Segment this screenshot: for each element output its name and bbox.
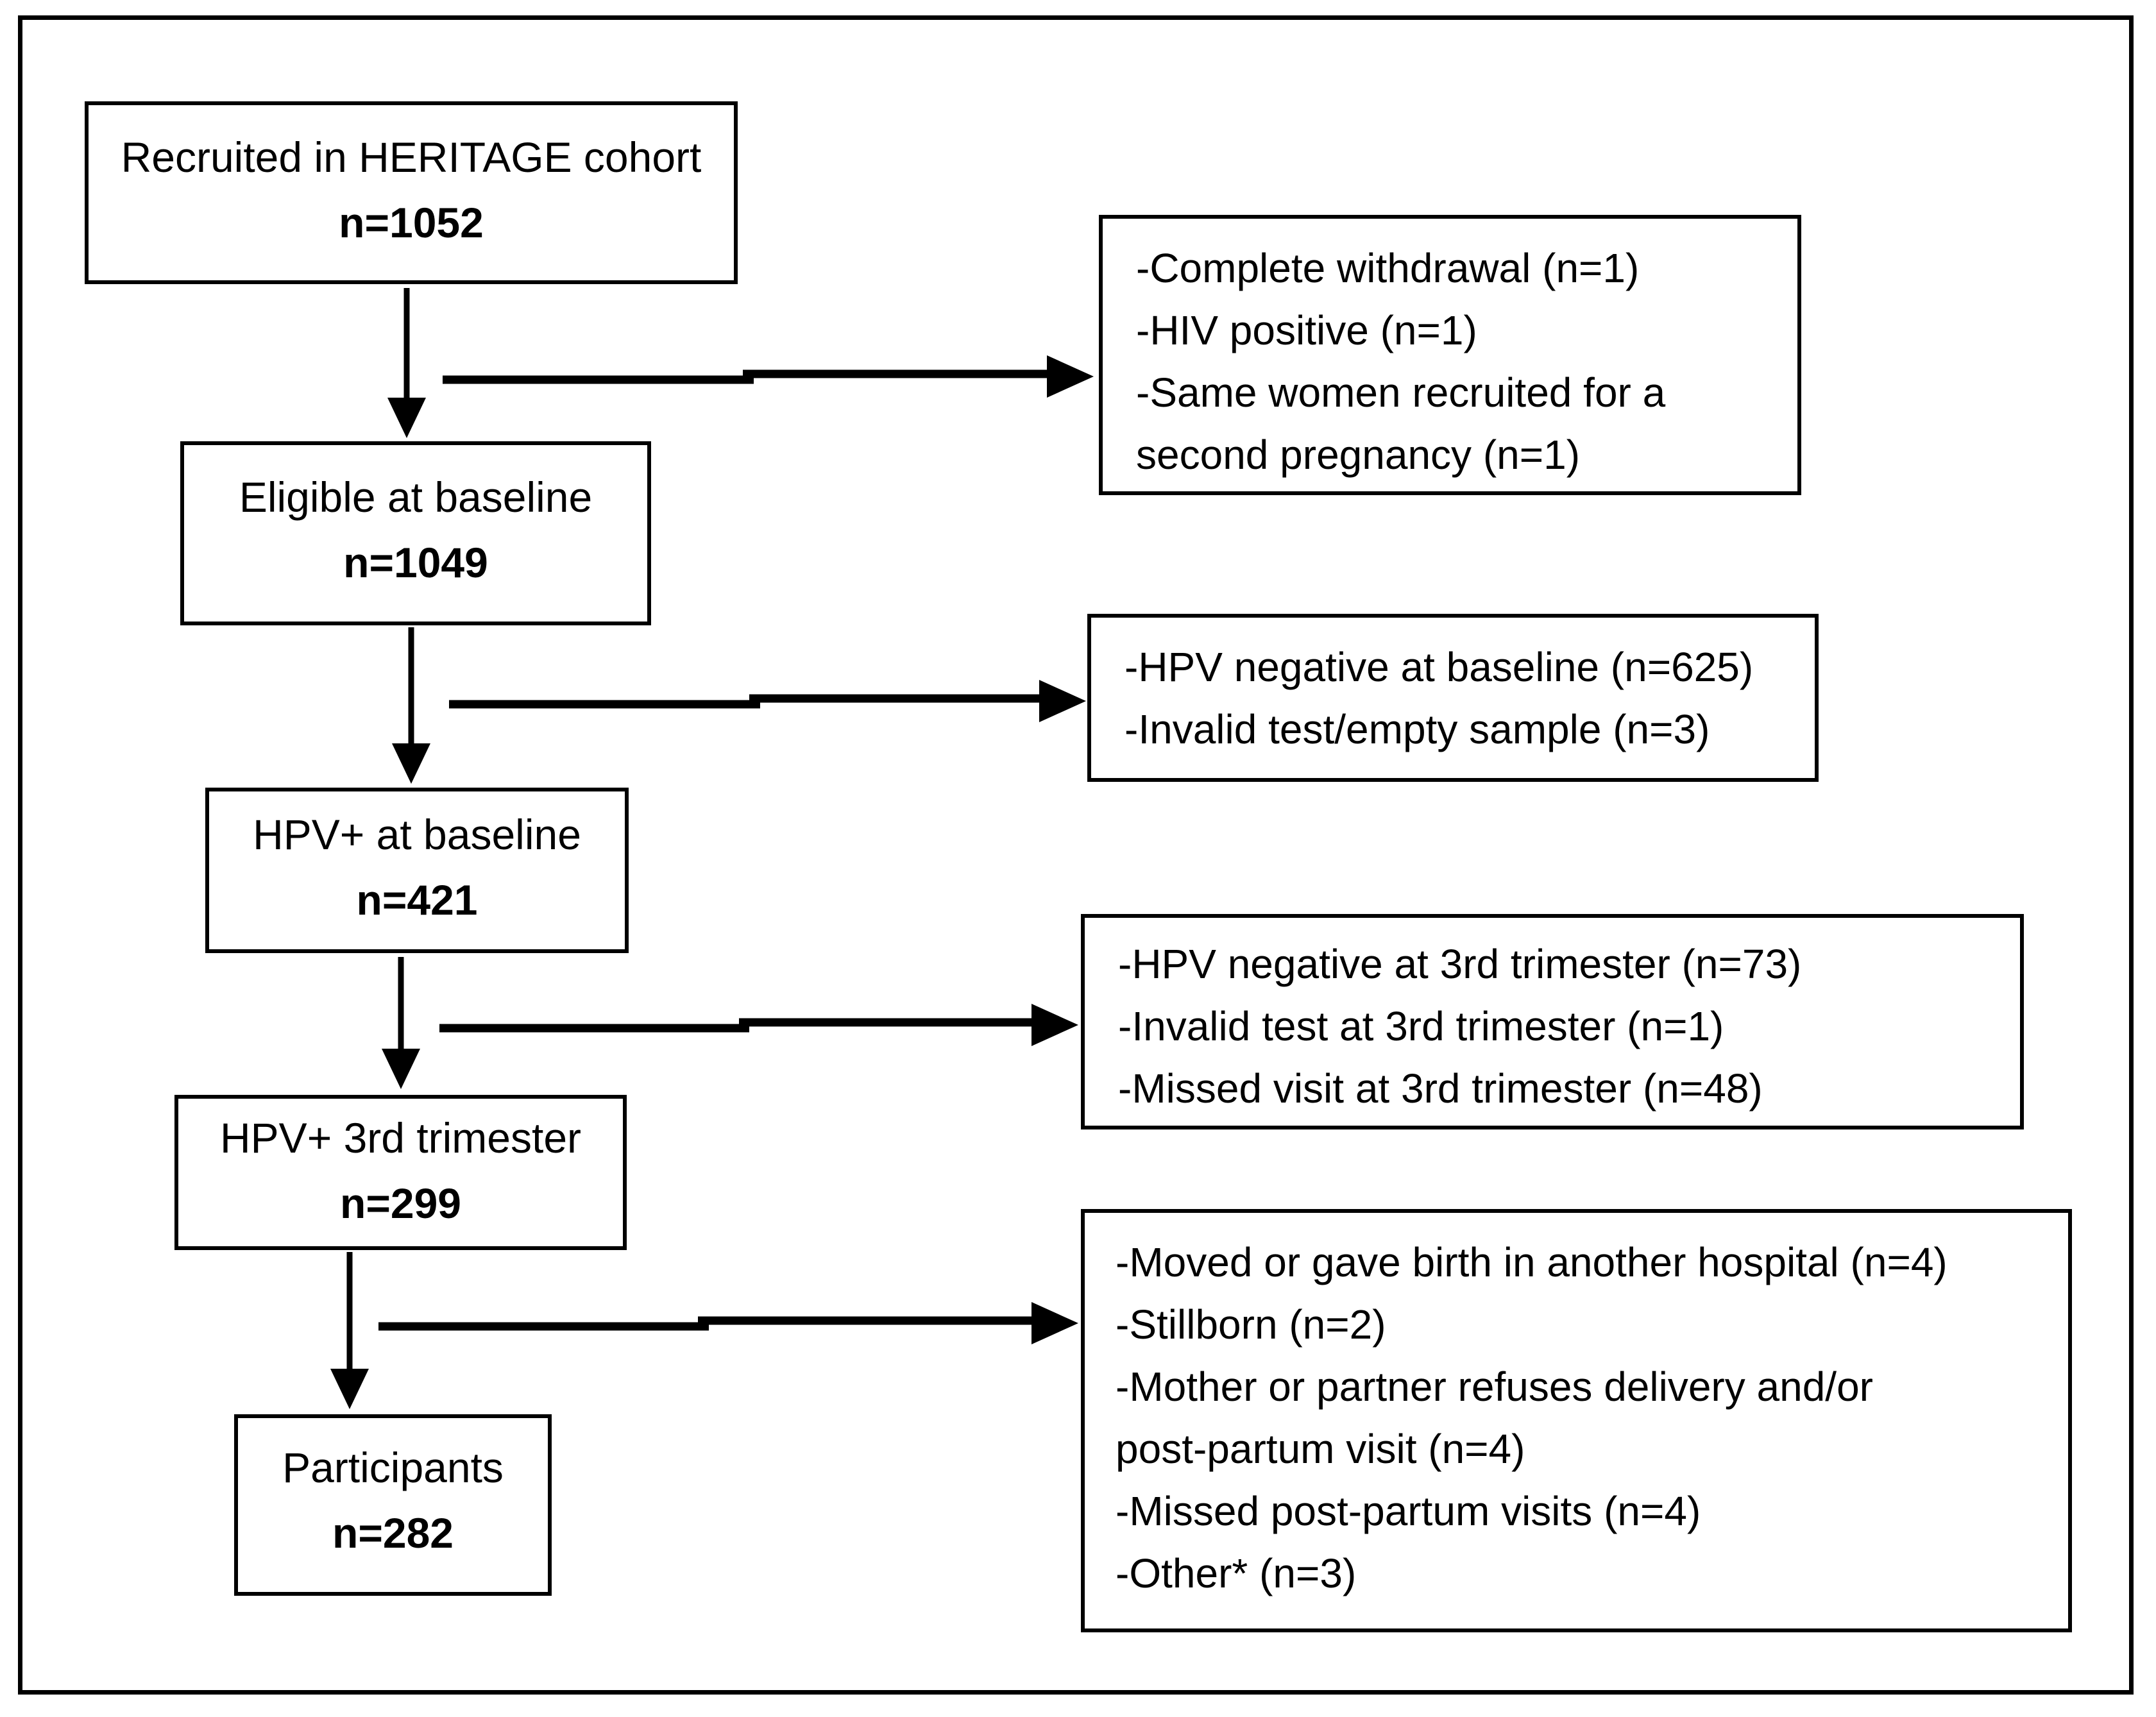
flow-box-count: n=282 — [332, 1509, 454, 1557]
exclusion-line: second pregnancy (n=1) — [1136, 432, 1580, 478]
exclusion-line: -HPV negative at baseline (n=625) — [1125, 644, 1754, 690]
flow-box-label: Recruited in HERITAGE cohort — [121, 133, 702, 181]
exclusion-line: -Mother or partner refuses delivery and/… — [1116, 1364, 1873, 1410]
exclusion-line: -HPV negative at 3rd trimester (n=73) — [1118, 941, 1802, 987]
arrowhead-right-icon — [1031, 1004, 1078, 1046]
flow-box-hpv-3rd-trimester: HPV+ 3rd trimester n=299 — [174, 1095, 627, 1250]
flow-box-recruited: Recruited in HERITAGE cohort n=1052 — [85, 101, 738, 284]
flow-box-count: n=1049 — [343, 539, 488, 586]
arrow-down-hpv-baseline-to-hpv-3rd — [382, 957, 420, 1089]
exclusion-line: -HIV positive (n=1) — [1136, 307, 1477, 353]
flow-box-label: HPV+ at baseline — [253, 811, 581, 858]
exclusion-line: post-partum visit (n=4) — [1116, 1426, 1525, 1472]
arrowhead-right-icon — [1031, 1302, 1078, 1344]
flow-box-count: n=299 — [340, 1180, 461, 1227]
exclusion-line: -Missed visit at 3rd trimester (n=48) — [1118, 1065, 1763, 1112]
arrow-right-to-3rd-trimester-losses — [439, 1004, 1078, 1046]
exclusion-line: -Moved or gave birth in another hospital… — [1116, 1239, 1948, 1285]
flow-box-label: Eligible at baseline — [239, 473, 593, 521]
flow-box-eligible: Eligible at baseline n=1049 — [180, 441, 651, 625]
exclusion-box-3rd-trimester-losses: -HPV negative at 3rd trimester (n=73) -I… — [1081, 914, 2024, 1129]
figure-border — [18, 15, 2134, 1695]
exclusion-line: -Same women recruited for a — [1136, 369, 1666, 416]
exclusion-line: -Invalid test/empty sample (n=3) — [1125, 706, 1710, 752]
exclusion-box-baseline-withdrawals: -Complete withdrawal (n=1) -HIV positive… — [1099, 215, 1801, 495]
arrow-right-to-postpartum-losses — [378, 1302, 1078, 1344]
arrowhead-down-icon — [387, 398, 426, 438]
arrow-right-to-hpv-negative-baseline — [449, 680, 1086, 722]
arrow-down-eligible-to-hpv-baseline — [392, 627, 430, 784]
arrowhead-right-icon — [1047, 355, 1094, 398]
arrowhead-right-icon — [1039, 680, 1086, 722]
exclusion-line: -Invalid test at 3rd trimester (n=1) — [1118, 1003, 1724, 1049]
arrowhead-down-icon — [392, 743, 430, 784]
flow-box-label: Participants — [282, 1444, 504, 1491]
arrowhead-down-icon — [330, 1369, 369, 1409]
flow-box-label: HPV+ 3rd trimester — [220, 1114, 581, 1162]
flow-box-count: n=421 — [356, 876, 478, 924]
arrow-down-recruited-to-eligible — [387, 288, 426, 438]
exclusion-line: -Missed post-partum visits (n=4) — [1116, 1488, 1701, 1534]
exclusion-box-hpv-negative-baseline: -HPV negative at baseline (n=625) -Inval… — [1087, 614, 1819, 782]
exclusion-box-postpartum-losses: -Moved or gave birth in another hospital… — [1081, 1209, 2072, 1632]
exclusion-line: -Stillborn (n=2) — [1116, 1301, 1386, 1348]
arrow-right-to-baseline-withdrawals — [443, 355, 1094, 398]
arrow-down-hpv-3rd-to-participants — [330, 1252, 369, 1409]
flow-box-hpv-baseline: HPV+ at baseline n=421 — [205, 788, 629, 953]
flow-box-count: n=1052 — [339, 199, 484, 246]
flow-box-participants: Participants n=282 — [234, 1414, 552, 1596]
exclusion-line: -Other* (n=3) — [1116, 1550, 1357, 1596]
arrowhead-down-icon — [382, 1049, 420, 1089]
exclusion-line: -Complete withdrawal (n=1) — [1136, 245, 1640, 291]
